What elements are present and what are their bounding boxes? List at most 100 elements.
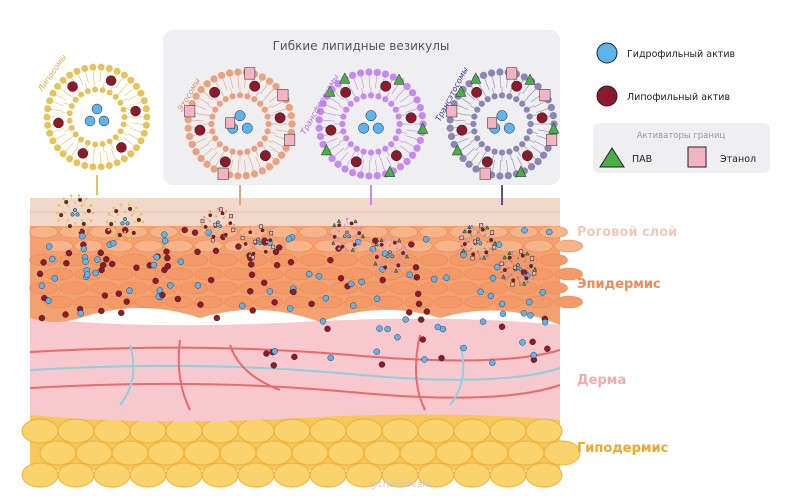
lipid-tail [244, 234, 249, 237]
epidermis-cell [224, 267, 253, 281]
lipophilic-active [372, 237, 379, 244]
lipophilic-active [484, 250, 489, 255]
hydrophilic-active [266, 288, 274, 295]
lipid-head [212, 106, 219, 113]
lipid-head [319, 140, 327, 149]
lipophilic-active [220, 211, 225, 216]
epidermis-cell [209, 253, 238, 267]
surfactant-molecule [482, 255, 487, 260]
lipid-tail [70, 196, 73, 201]
lipid-head [92, 86, 99, 93]
lipid-head [382, 247, 385, 250]
lipophilic-active [456, 124, 468, 136]
lipid-head [106, 138, 113, 145]
lipid-head [89, 203, 93, 207]
hydrophilic-active [526, 298, 533, 306]
lipophilic-active [337, 275, 345, 282]
fat-cell [111, 440, 149, 466]
surfactant-molecule [384, 165, 396, 177]
lipophilic-active [86, 208, 91, 213]
lipid-head [365, 172, 373, 180]
lipid-head [116, 227, 120, 231]
lipid-head [208, 209, 212, 213]
lipid-head [113, 159, 121, 167]
hydrophilic-active [177, 258, 185, 265]
hydrophilic-active [91, 103, 103, 115]
fat-cell [453, 418, 491, 444]
lipid-head [54, 82, 62, 90]
epidermis-cell [539, 225, 568, 239]
lipid-head [92, 141, 99, 148]
label-dermis: Дерма [577, 373, 626, 388]
hydrophilic-active [434, 323, 442, 331]
lipid-head [77, 229, 81, 232]
lipid-head [506, 148, 513, 155]
lipophilic-active [270, 362, 277, 369]
lipid-head [62, 225, 66, 229]
hydrophilic-active [406, 271, 413, 278]
hydrophilic-active [51, 275, 58, 282]
surfactant-icon [599, 147, 625, 168]
lipid-head [234, 68, 242, 76]
surfactant-molecule [548, 122, 560, 134]
lipophilic-active [208, 213, 213, 218]
lipid-head [69, 194, 73, 197]
ethanol-molecule [546, 133, 558, 146]
surfactant-molecule [360, 234, 365, 239]
lipid-head [334, 160, 342, 168]
lipid-tail [131, 122, 143, 125]
lipid-tail [127, 205, 130, 210]
fat-cell [129, 462, 167, 488]
lipid-tail [471, 152, 480, 162]
lipid-tail [505, 275, 510, 279]
lipid-tail [375, 75, 378, 88]
lipid-head [395, 128, 402, 135]
lipid-tail [333, 227, 338, 230]
lipophilic-active [396, 263, 401, 268]
epidermis-cell [299, 281, 328, 295]
lipid-head [375, 148, 382, 155]
lipid-tail [536, 135, 548, 140]
surfactant-molecule [332, 222, 337, 227]
lipid-head [137, 137, 145, 145]
lipid-head [476, 250, 480, 253]
vesicle [200, 207, 236, 243]
hydrophilic-active [80, 245, 88, 253]
lipid-head [523, 135, 530, 142]
lipid-head [483, 234, 486, 237]
ethanol-molecule [277, 89, 289, 102]
lipid-head [250, 170, 259, 178]
lipophilic-active [163, 248, 170, 255]
lipid-head [479, 71, 488, 80]
lipid-head [388, 141, 395, 148]
epidermis-cell [134, 295, 163, 309]
lipophilic-active [164, 254, 171, 262]
lipid-tail [274, 135, 286, 140]
lipid-head [526, 266, 529, 270]
lipophilic-active [462, 242, 467, 246]
lipid-tail [59, 205, 64, 208]
lipid-tail [268, 94, 279, 103]
label-stratum-corneum: Роговой слой [577, 225, 677, 240]
lipid-head [359, 225, 363, 229]
fat-cell [381, 418, 419, 444]
lipophilic-active [249, 80, 261, 92]
lipid-head [139, 212, 143, 216]
legend-ethanol: Этанол [720, 154, 756, 165]
epidermis-cell [59, 281, 88, 295]
lipid-head [216, 141, 223, 148]
hydrophilic-active [38, 282, 46, 289]
lipophilic-active [223, 232, 228, 237]
lipid-head [84, 225, 88, 229]
lipophilic-active [481, 156, 493, 168]
lipophilic-active [274, 112, 286, 124]
hydrophilic-active [373, 295, 381, 302]
hydrophilic-active [150, 261, 158, 269]
vesicle [446, 67, 560, 180]
epidermis-cell [524, 295, 553, 309]
lipid-head [106, 89, 113, 96]
lipid-head [209, 128, 216, 135]
lipid-head [341, 165, 349, 173]
lipid-head [467, 240, 470, 244]
lipid-head [80, 218, 84, 222]
